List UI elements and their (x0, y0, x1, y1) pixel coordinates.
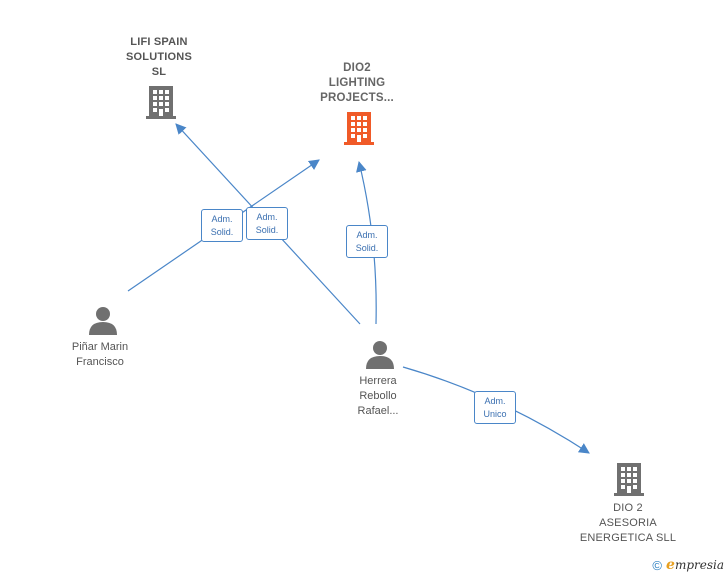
building-icon[interactable] (343, 110, 375, 146)
building-icon[interactable] (613, 461, 645, 497)
company-label-dio2-lighting[interactable]: DIO2 LIGHTING PROJECTS... (320, 62, 394, 104)
person-label-pinar-marin[interactable]: Piñar Marin Francisco (71, 341, 129, 368)
company-label-lifi-spain[interactable]: LIFI SPAIN SOLUTIONS SL (126, 36, 192, 78)
copyright-icon: © (652, 557, 663, 573)
relation-badge[interactable]: Adm. Solid. (346, 225, 388, 258)
person-icon[interactable] (364, 339, 396, 369)
relation-badge[interactable]: Adm. Solid. (201, 209, 243, 242)
relation-badge[interactable]: Adm. Solid. (246, 207, 288, 240)
person-icon[interactable] (87, 305, 119, 335)
footer-brand: © empresia (652, 557, 724, 573)
relation-badge[interactable]: Adm. Unico (474, 391, 516, 424)
brand-logo[interactable]: empresia (666, 557, 724, 573)
building-icon[interactable] (145, 84, 177, 120)
company-label-dio2-asesoria[interactable]: DIO 2 ASESORIA ENERGETICA SLL (579, 502, 677, 544)
person-label-herrera-rebollo[interactable]: Herrera Rebollo Rafael... (357, 375, 399, 417)
